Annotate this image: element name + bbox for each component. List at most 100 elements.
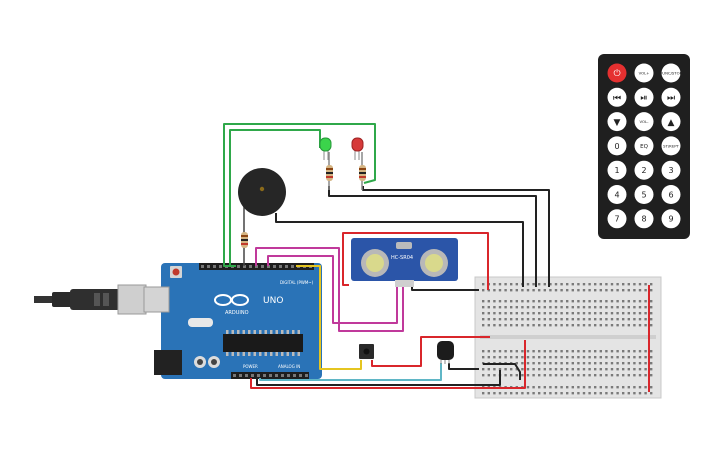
breadboard-hole (638, 306, 642, 309)
header-pin (255, 265, 258, 268)
breadboard-hole (504, 374, 507, 377)
remote-button-next[interactable] (661, 87, 681, 107)
breadboard-hole (566, 392, 569, 395)
breadboard-hole (644, 386, 647, 389)
breadboard-hole (554, 356, 558, 359)
breadboard-hole (560, 362, 563, 365)
breadboard-hole (487, 318, 490, 321)
header-pin (237, 265, 240, 268)
breadboard-hole (526, 300, 530, 303)
remote-button-eq[interactable] (634, 136, 654, 156)
remote-button-vol-[interactable] (634, 63, 654, 83)
remote-button-2[interactable] (634, 160, 654, 180)
remote-button-down[interactable] (607, 112, 627, 132)
breadboard-hole (560, 312, 563, 315)
breadboard-hole (482, 300, 485, 303)
breadboard-hole (650, 324, 653, 327)
breadboard-hole (638, 289, 642, 292)
breadboard-hole (650, 392, 653, 395)
remote-button-label: VOL- (640, 119, 650, 124)
remote-button-6[interactable] (661, 185, 681, 204)
breadboard-hole (582, 356, 586, 359)
remote-button-8[interactable] (634, 209, 654, 229)
remote-button-7[interactable] (607, 209, 627, 229)
breadboard-hole (650, 289, 653, 292)
breadboard-hole (605, 283, 608, 286)
remote-button-st-rept[interactable] (661, 136, 681, 156)
breadboard-hole (605, 324, 608, 327)
breadboard-hole (532, 374, 535, 377)
breadboard-hole (498, 324, 502, 327)
chip-pin (281, 330, 284, 334)
remote-button-0[interactable] (607, 136, 627, 156)
breadboard-hole (638, 312, 642, 315)
breadboard-hole (543, 306, 546, 309)
ir-receiver (437, 341, 454, 364)
breadboard-hole (638, 362, 642, 365)
breadboard-hole (510, 300, 513, 303)
breadboard-hole (521, 318, 524, 321)
breadboard-hole (638, 392, 642, 395)
breadboard-hole (599, 368, 602, 371)
resistor-led-red (359, 152, 366, 190)
breadboard-hole (566, 318, 569, 321)
breadboard-hole (532, 318, 535, 321)
breadboard-hole (560, 289, 563, 292)
breadboard-hole (571, 362, 574, 365)
breadboard-hole (599, 312, 602, 315)
breadboard-hole (605, 318, 608, 321)
breadboard-hole (638, 386, 642, 389)
breadboard-hole (566, 350, 569, 353)
header-pin (275, 374, 278, 377)
header-pin (279, 265, 282, 268)
wires (223, 123, 650, 392)
breadboard-hole (515, 306, 518, 309)
breadboard (474, 276, 662, 399)
breadboard-hole (482, 356, 485, 359)
breadboard-hole (577, 283, 580, 286)
breadboard-hole (633, 356, 636, 359)
breadboard-hole (487, 392, 490, 395)
remote-button-play-pause[interactable] (634, 87, 654, 107)
remote-button-1[interactable] (607, 160, 627, 180)
breadboard-hole (526, 283, 530, 286)
breadboard-hole (532, 356, 535, 359)
breadboard-hole (582, 324, 586, 327)
breadboard-hole (526, 368, 530, 371)
remote-button-func-stop[interactable] (661, 63, 681, 83)
breadboard-hole (543, 368, 546, 371)
breadboard-hole (554, 368, 558, 371)
breadboard-hole (627, 362, 630, 365)
breadboard-hole (622, 318, 625, 321)
breadboard-hole (566, 283, 569, 286)
remote-button-vol-[interactable] (634, 112, 654, 132)
breadboard-hole (554, 362, 558, 365)
breadboard-hole (616, 374, 619, 377)
breadboard-hole (594, 356, 597, 359)
wire-black-power (256, 370, 501, 386)
breadboard-hole (616, 300, 619, 303)
remote-button-power[interactable] (607, 63, 627, 83)
breadboard-hole (504, 312, 507, 315)
breadboard-hole (644, 362, 647, 365)
remote-button-5[interactable] (634, 185, 654, 204)
breadboard-hole (566, 368, 569, 371)
chip-pin (226, 330, 229, 334)
breadboard-hole (633, 368, 636, 371)
remote-button-prev[interactable] (607, 87, 627, 107)
remote-button-up[interactable] (661, 112, 681, 132)
breadboard-hole (644, 350, 647, 353)
remote-button-3[interactable] (661, 160, 681, 180)
remote-button-9[interactable] (661, 209, 681, 229)
breadboard-hole (588, 283, 591, 286)
chip-pin (231, 330, 234, 334)
breadboard-hole (504, 356, 507, 359)
breadboard-hole (510, 324, 513, 327)
breadboard-hole (510, 306, 513, 309)
header-pin (287, 374, 290, 377)
breadboard-hole (549, 362, 552, 365)
remote-button-4[interactable] (607, 185, 627, 204)
wire-green-led (223, 123, 376, 267)
wire-black-buzzer (275, 213, 524, 287)
breadboard-hole (644, 283, 647, 286)
